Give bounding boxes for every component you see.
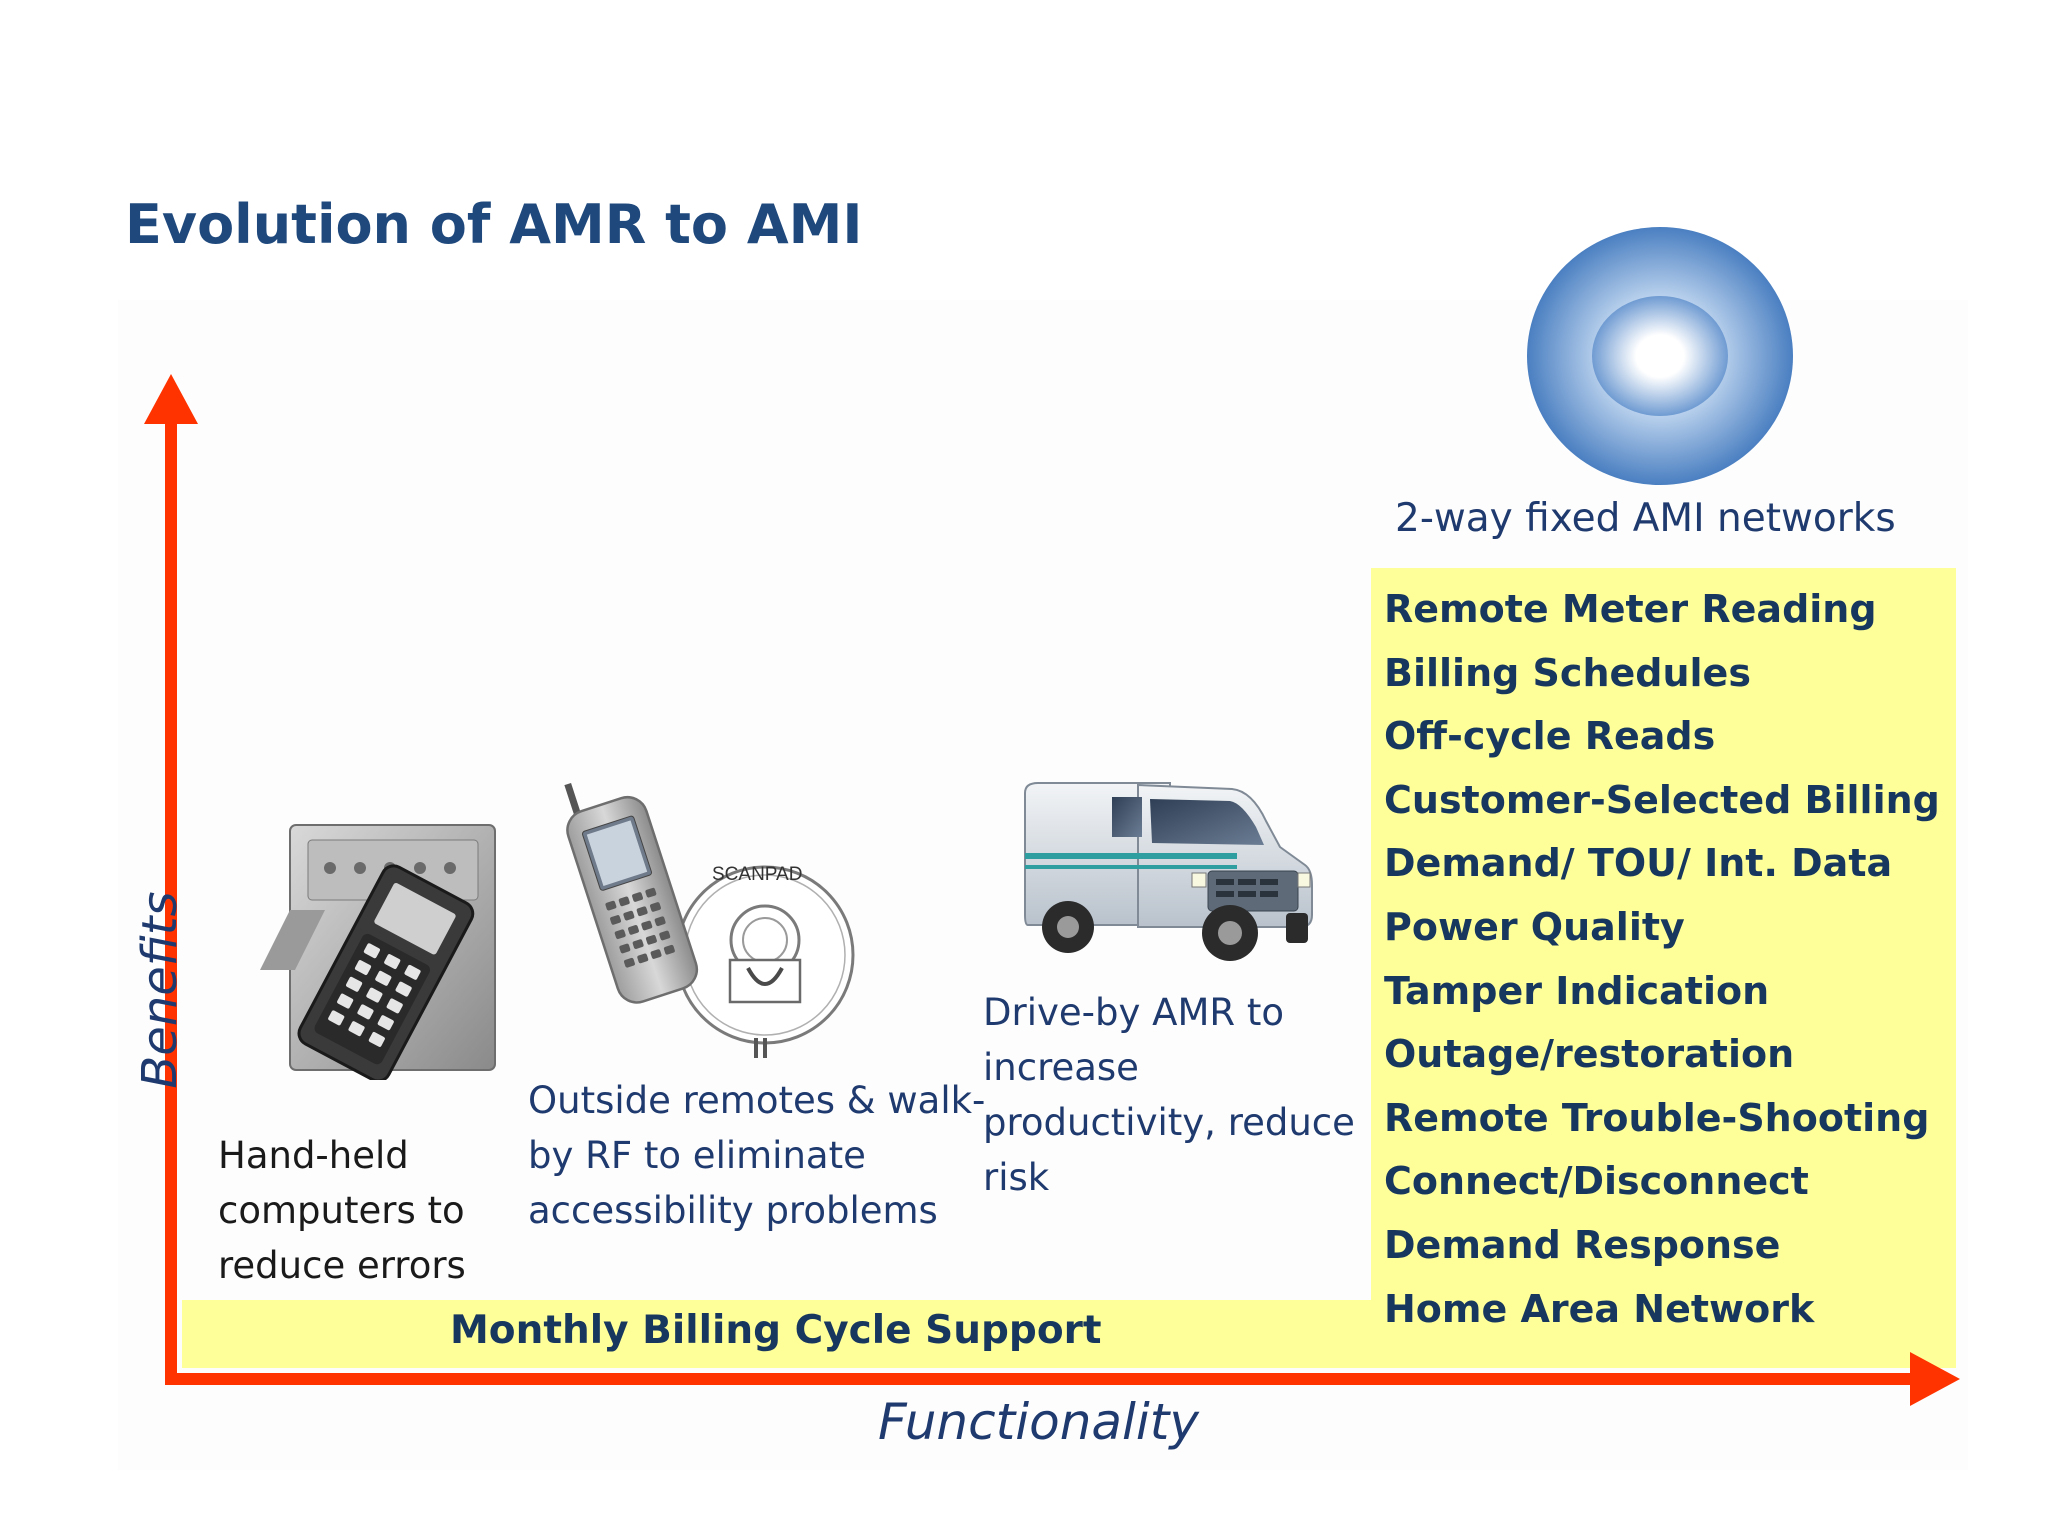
y-axis-label: Benefits [132, 891, 188, 1089]
scanpad-text: SCANPAD [712, 864, 802, 885]
feature-item: Billing Schedules [1384, 650, 1751, 695]
caption-line: computers to [218, 1189, 465, 1232]
rf-handheld-scanpad-icon: SCANPAD [564, 782, 855, 1058]
feature-item: Off-cycle Reads [1384, 714, 1716, 759]
caption-line: by RF to eliminate [528, 1134, 866, 1177]
feature-item: Remote Meter Reading [1384, 587, 1877, 631]
feature-item: Home Area Network [1384, 1286, 1815, 1331]
feature-item: Outage/restoration [1384, 1032, 1795, 1077]
y-axis-line [165, 420, 177, 1385]
caption-line: Outside remotes & walk- [528, 1079, 986, 1122]
band-label: Monthly Billing Cycle Support [450, 1308, 1102, 1353]
caption-line: Hand-held [218, 1134, 409, 1177]
x-axis-arrowhead [1910, 1352, 1960, 1406]
ami-feature-list: Remote Meter Reading Billing Schedules O… [1384, 578, 1940, 1341]
drive-by-van-icon [1024, 782, 1313, 961]
feature-item: Power Quality [1384, 904, 1685, 949]
feature-item: Connect/Disconnect [1384, 1159, 1809, 1204]
caption-line: productivity, reduce [983, 1101, 1355, 1144]
feature-item: Customer-Selected Billing [1384, 777, 1940, 822]
ami-features-panel [1371, 568, 1956, 1368]
caption-line: Drive-by AMR to [983, 991, 1284, 1034]
ami-network-orb-icon [1527, 227, 1793, 485]
caption-line: risk [983, 1156, 1050, 1199]
caption-line: accessibility problems [528, 1189, 938, 1232]
stage-outside-remotes-caption: Outside remotes & walk- by RF to elimina… [528, 1073, 985, 1238]
caption-line: increase [983, 1046, 1139, 1089]
stage-drive-by-caption: Drive-by AMR to increase productivity, r… [983, 985, 1355, 1205]
y-axis-arrowhead [144, 374, 198, 424]
handheld-meter-reader-icon [260, 824, 496, 1080]
ami-networks-label: 2-way fixed AMI networks [1395, 496, 1896, 541]
feature-item: Remote Trouble-Shooting [1384, 1095, 1930, 1140]
x-axis-line [165, 1373, 1915, 1385]
stage-handheld-caption: Hand-held computers to reduce errors [218, 1128, 466, 1293]
feature-item: Demand Response [1384, 1222, 1781, 1267]
caption-line: reduce errors [218, 1244, 466, 1287]
x-axis-label: Functionality [878, 1393, 1199, 1451]
monthly-billing-band [182, 1300, 1392, 1368]
feature-item: Demand/ TOU/ Int. Data [1384, 841, 1893, 886]
slide-title: Evolution of AMR to AMI [125, 193, 863, 256]
feature-item: Tamper Indication [1384, 968, 1770, 1013]
